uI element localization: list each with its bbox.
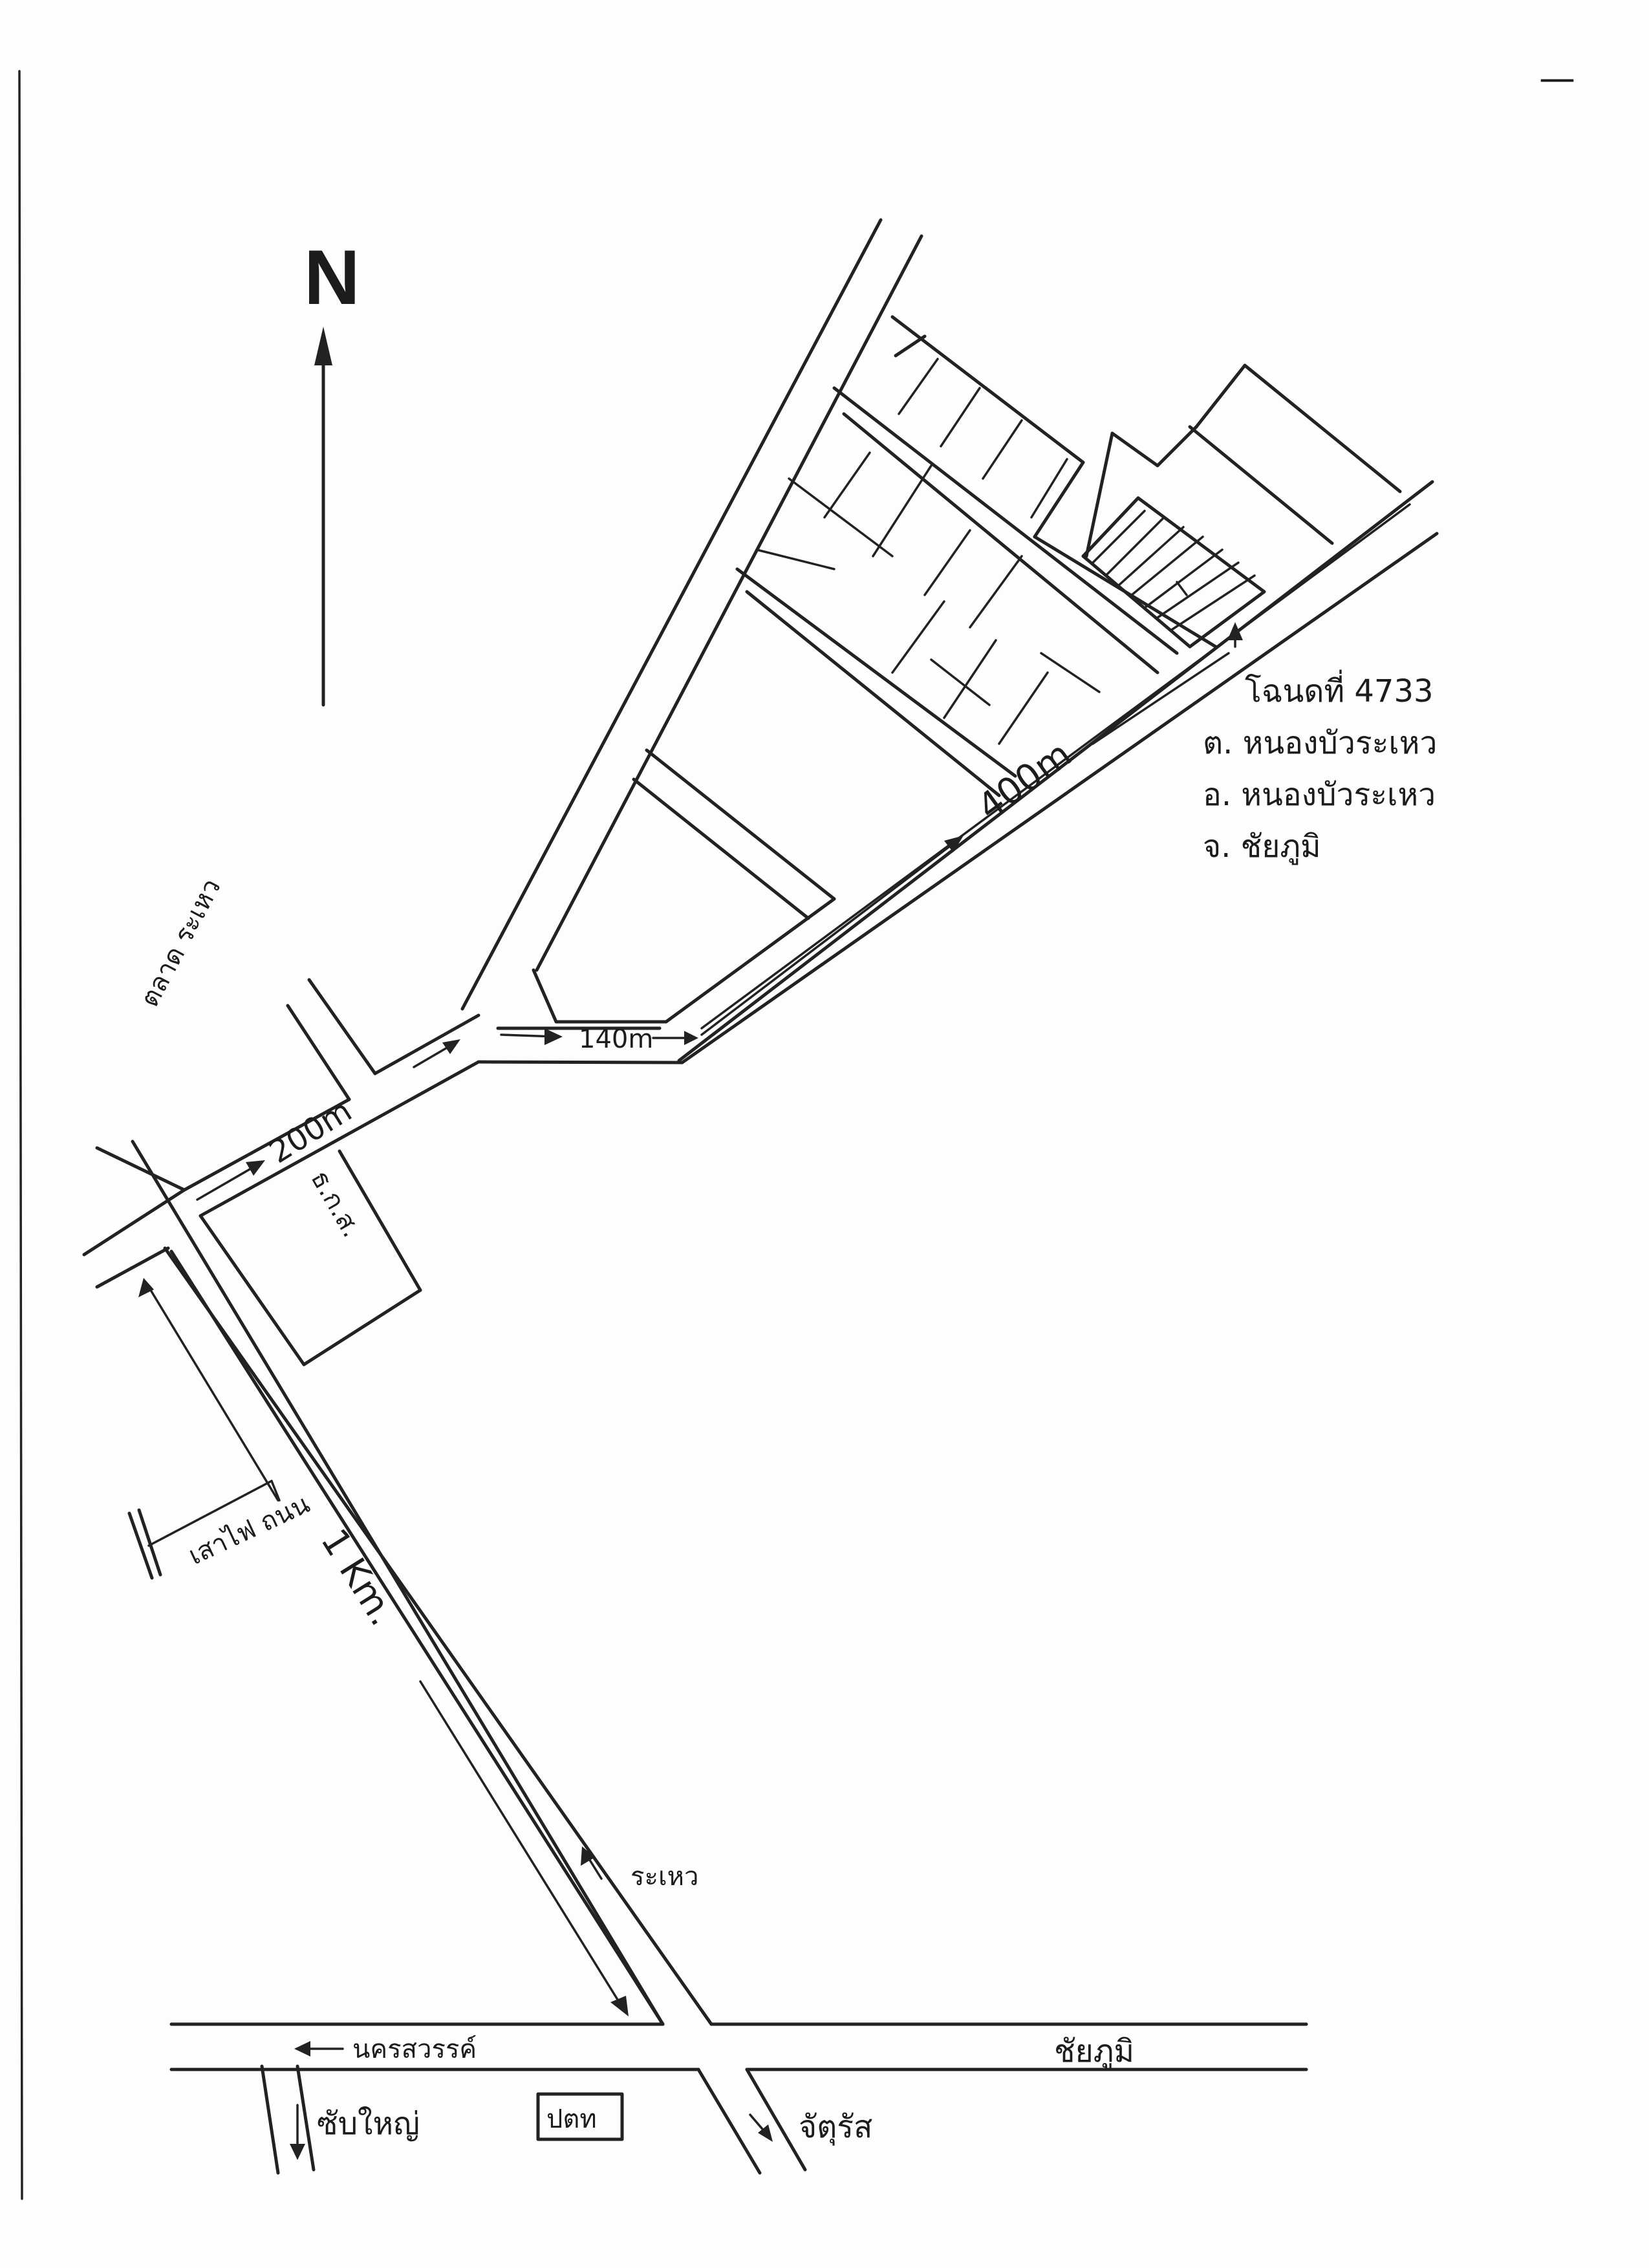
main-road-1km [95, 1139, 713, 2026]
road-arrow-icon [1227, 622, 1243, 640]
building-outline [199, 1149, 422, 1366]
road-arrow-icon [290, 2144, 305, 2160]
road-arrow-icon [758, 2124, 773, 2142]
label-chaiyaphum: ชัยภูมิ [1054, 2033, 1134, 2070]
label-building: ธ.ก.ส. [305, 1165, 366, 1242]
road-140m [477, 1026, 698, 1064]
label-rahaeo: ระเหว [630, 1862, 698, 1892]
road-200m [82, 978, 480, 1289]
deed-province: จ. ชัยภูมิ [1203, 828, 1321, 865]
margin-mark: — [1539, 58, 1575, 100]
label-sap-yai: ซับใหญ่ [317, 2106, 420, 2142]
road-arrow-icon [294, 2041, 310, 2057]
distance-label-1km: 1 Km. [312, 1522, 404, 1633]
road-arrow-icon [684, 1031, 698, 1045]
road-arrow-icon [246, 1160, 265, 1176]
road-400m [677, 480, 1439, 1064]
distance-label-140m: 140m [579, 1024, 653, 1054]
page-margin-line [18, 70, 23, 2200]
distance-label-400m: 400m [970, 733, 1079, 828]
subject-parcel [1081, 496, 1266, 649]
label-chatturat: จัตุรัส [799, 2109, 872, 2146]
label-post-office: ปตท [546, 2104, 597, 2134]
north-label: N [304, 234, 360, 321]
road-arrow-icon [610, 1996, 629, 2016]
label-nakhon-sawan: นครสวรรค์ [352, 2035, 477, 2064]
road-arrow-icon [944, 836, 964, 852]
ne-road [460, 218, 923, 1011]
parcel-grid [532, 315, 1402, 1024]
deed-district: อ. หนองบัวระเหว [1203, 777, 1436, 813]
road-arrow-icon [544, 1028, 563, 1045]
deed-subdistrict: ต. หนองบัวระเหว [1203, 725, 1437, 761]
road-arrow-icon [581, 1846, 595, 1866]
label-market: ตลาด ระเหว [135, 874, 227, 1011]
road-arrow-icon [442, 1039, 460, 1054]
deed-number: โฉนดที่ 4733 [1245, 669, 1434, 709]
label-flagpole: เสาไฟ ถนน [184, 1489, 314, 1571]
north-arrow: N [304, 234, 360, 707]
bottom-highway [169, 2022, 1308, 2175]
north-arrow-head-icon [314, 327, 332, 365]
post-office-box [536, 2092, 624, 2141]
flagpole-marker [127, 1480, 281, 1580]
road-arrow-icon [138, 1278, 154, 1297]
